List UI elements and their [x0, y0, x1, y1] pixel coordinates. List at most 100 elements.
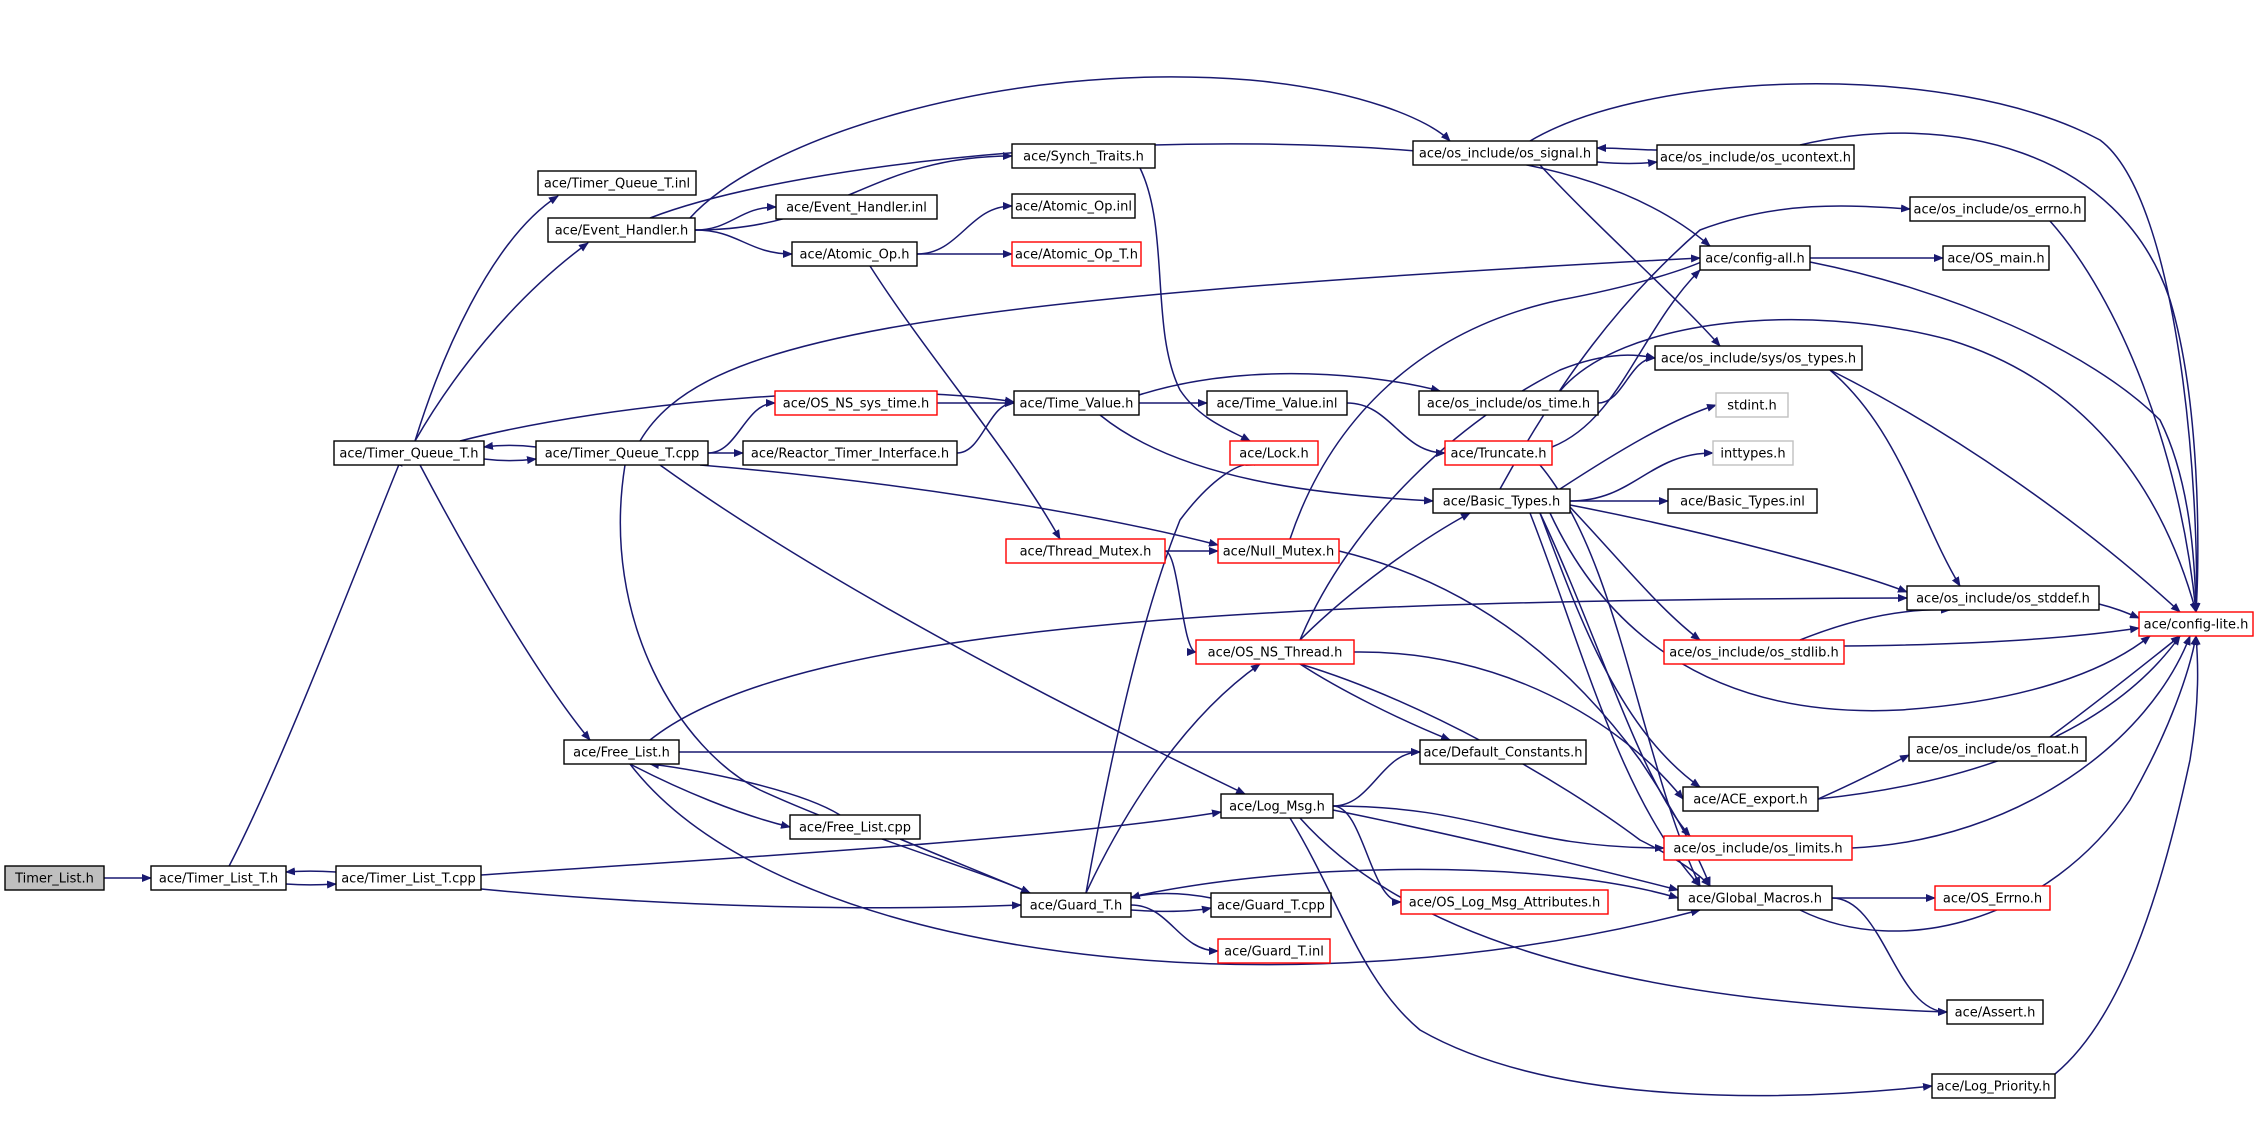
node-label-stdint_h: stdint.h	[1727, 399, 1776, 414]
node-log_priority_h[interactable]: ace/Log_Priority.h	[1931, 1073, 2056, 1099]
node-timer_list_t_h[interactable]: ace/Timer_List_T.h	[150, 865, 287, 891]
node-os_log_msg_attributes_h[interactable]: ace/OS_Log_Msg_Attributes.h	[1400, 889, 1609, 915]
node-box-os_stdlib_h	[1663, 639, 1845, 665]
node-os_signal_h[interactable]: ace/os_include/os_signal.h	[1412, 140, 1598, 166]
node-os_time_h[interactable]: ace/os_include/os_time.h	[1418, 390, 1599, 416]
node-global_macros_h[interactable]: ace/Global_Macros.h	[1677, 885, 1833, 911]
node-timer_queue_t_h[interactable]: ace/Timer_Queue_T.h	[333, 440, 485, 466]
node-label-free_list_h: ace/Free_List.h	[573, 746, 670, 761]
node-label-os_errno_cap_h: ace/OS_Errno.h	[1943, 892, 2042, 907]
node-event_handler_inl[interactable]: ace/Event_Handler.inl	[775, 194, 938, 220]
edge-free_list_h-to-free_list_cpp	[629, 763, 791, 829]
node-time_value_h[interactable]: ace/Time_Value.h	[1013, 390, 1140, 416]
node-label-timer_list_t_h: ace/Timer_List_T.h	[159, 872, 278, 887]
node-guard_t_inl[interactable]: ace/Guard_T.inl	[1217, 938, 1331, 964]
node-timer_list_h[interactable]: Timer_List.h	[4, 865, 105, 891]
node-box-os_stddef_h	[1906, 585, 2100, 611]
edge-log_msg_h-to-default_constants_h	[1332, 748, 1421, 807]
node-synch_traits_h[interactable]: ace/Synch_Traits.h	[1011, 143, 1156, 169]
node-os_stdlib_h[interactable]: ace/os_include/os_stdlib.h	[1663, 639, 1845, 665]
node-label-time_value_h: ace/Time_Value.h	[1020, 397, 1134, 412]
node-atomic_op_h[interactable]: ace/Atomic_Op.h	[791, 241, 918, 267]
node-null_mutex_h[interactable]: ace/Null_Mutex.h	[1217, 538, 1340, 564]
node-guard_t_h[interactable]: ace/Guard_T.h	[1020, 892, 1132, 918]
node-event_handler_h[interactable]: ace/Event_Handler.h	[547, 217, 696, 243]
node-label-atomic_op_h: ace/Atomic_Op.h	[800, 248, 910, 263]
node-os_limits_h[interactable]: ace/os_include/os_limits.h	[1663, 835, 1853, 861]
node-os_ns_sys_time_h[interactable]: ace/OS_NS_sys_time.h	[774, 390, 938, 416]
node-label-event_handler_inl: ace/Event_Handler.inl	[786, 201, 927, 216]
node-label-os_errno_h: ace/os_include/os_errno.h	[1914, 203, 2082, 218]
node-inttypes_h[interactable]: inttypes.h	[1712, 440, 1794, 466]
edge-os_limits_h-to-config_lite_h	[1851, 635, 2191, 849]
edge-time_value_h-to-os_time_h	[1138, 372, 1441, 396]
node-free_list_h[interactable]: ace/Free_List.h	[563, 739, 680, 765]
node-stdint_h[interactable]: stdint.h	[1715, 392, 1789, 418]
node-os_ucontext_h[interactable]: ace/os_include/os_ucontext.h	[1656, 144, 1855, 170]
node-box-timer_queue_t_cpp	[535, 440, 709, 466]
node-box-synch_traits_h	[1011, 143, 1156, 169]
node-label-default_constants_h: ace/Default_Constants.h	[1423, 746, 1582, 761]
node-label-os_ucontext_h: ace/os_include/os_ucontext.h	[1660, 151, 1851, 166]
node-label-global_macros_h: ace/Global_Macros.h	[1688, 892, 1822, 907]
node-label-os_ns_sys_time_h: ace/OS_NS_sys_time.h	[783, 397, 929, 412]
node-label-reactor_timer_interface_h: ace/Reactor_Timer_Interface.h	[751, 447, 949, 462]
node-timer_list_t_cpp[interactable]: ace/Timer_List_T.cpp	[335, 865, 482, 891]
node-config_lite_h[interactable]: ace/config-lite.h	[2138, 611, 2254, 637]
node-atomic_op_t_h[interactable]: ace/Atomic_Op_T.h	[1011, 241, 1142, 267]
node-config_all_h[interactable]: ace/config-all.h	[1699, 245, 1811, 271]
node-default_constants_h[interactable]: ace/Default_Constants.h	[1419, 739, 1587, 765]
node-os_stddef_h[interactable]: ace/os_include/os_stddef.h	[1906, 585, 2100, 611]
node-timer_queue_t_inl[interactable]: ace/Timer_Queue_T.inl	[537, 170, 697, 196]
node-os_types_h[interactable]: ace/os_include/sys/os_types.h	[1654, 345, 1863, 371]
node-os_float_h[interactable]: ace/os_include/os_float.h	[1908, 736, 2087, 762]
node-box-basic_types_h	[1432, 488, 1571, 514]
node-box-timer_list_h	[4, 865, 105, 891]
node-os_main_h[interactable]: ace/OS_main.h	[1942, 245, 2050, 271]
node-label-os_time_h: ace/os_include/os_time.h	[1427, 397, 1590, 412]
node-label-os_main_h: ace/OS_main.h	[1947, 252, 2044, 267]
node-box-os_ucontext_h	[1656, 144, 1855, 170]
node-truncate_h[interactable]: ace/Truncate.h	[1444, 440, 1553, 466]
node-free_list_cpp[interactable]: ace/Free_List.cpp	[789, 814, 921, 840]
edge-time_value_h-to-basic_types_h	[1099, 414, 1434, 505]
node-os_errno_cap_h[interactable]: ace/OS_Errno.h	[1934, 885, 2051, 911]
node-box-global_macros_h	[1677, 885, 1833, 911]
edge-timer_list_t_cpp-to-timer_list_t_h	[285, 867, 337, 876]
edges-layer	[104, 76, 2201, 1097]
node-time_value_inl[interactable]: ace/Time_Value.inl	[1206, 390, 1348, 416]
edge-ace_export_h-to-os_float_h	[1817, 754, 1910, 800]
edge-os_stdlib_h-to-os_stddef_h	[1799, 605, 1951, 641]
node-box-lock_h	[1229, 440, 1319, 466]
node-box-os_ns_sys_time_h	[774, 390, 938, 416]
node-basic_types_inl[interactable]: ace/Basic_Types.inl	[1667, 488, 1818, 514]
node-lock_h[interactable]: ace/Lock.h	[1229, 440, 1319, 466]
node-label-basic_types_h: ace/Basic_Types.h	[1443, 495, 1560, 510]
node-basic_types_h[interactable]: ace/Basic_Types.h	[1432, 488, 1571, 514]
node-box-thread_mutex_h	[1005, 538, 1166, 564]
node-guard_t_cpp[interactable]: ace/Guard_T.cpp	[1210, 892, 1332, 918]
node-label-inttypes_h: inttypes.h	[1720, 447, 1785, 462]
node-label-atomic_op_t_h: ace/Atomic_Op_T.h	[1015, 248, 1138, 263]
node-reactor_timer_interface_h[interactable]: ace/Reactor_Timer_Interface.h	[742, 440, 958, 466]
edge-global_macros_h-to-config_lite_h	[1799, 635, 2199, 932]
edge-os_float_h-to-config_lite_h	[2049, 635, 2181, 738]
node-assert_h[interactable]: ace/Assert.h	[1946, 999, 2044, 1025]
edge-timer_list_t_cpp-to-guard_t_h	[480, 888, 1022, 910]
node-timer_queue_t_cpp[interactable]: ace/Timer_Queue_T.cpp	[535, 440, 709, 466]
node-thread_mutex_h[interactable]: ace/Thread_Mutex.h	[1005, 538, 1166, 564]
node-label-timer_queue_t_cpp: ace/Timer_Queue_T.cpp	[545, 447, 700, 462]
edge-global_macros_h-to-assert_h	[1831, 897, 1948, 1016]
node-label-time_value_inl: ace/Time_Value.inl	[1216, 397, 1337, 412]
node-atomic_op_inl[interactable]: ace/Atomic_Op.inl	[1011, 193, 1136, 219]
node-log_msg_h[interactable]: ace/Log_Msg.h	[1220, 793, 1334, 819]
edge-basic_types_h-to-os_limits_h	[1539, 512, 1691, 837]
node-label-null_mutex_h: ace/Null_Mutex.h	[1223, 545, 1335, 560]
node-os_ns_thread_h[interactable]: ace/OS_NS_Thread.h	[1195, 639, 1355, 665]
node-label-os_types_h: ace/os_include/sys/os_types.h	[1661, 352, 1856, 367]
nodes-layer: Timer_List.h ace/Timer_List_T.h ace/Timer_…	[4, 140, 2254, 1099]
node-ace_export_h[interactable]: ace/ACE_export.h	[1682, 786, 1819, 812]
edge-guard_t_cpp-to-guard_t_h	[1130, 891, 1212, 900]
node-os_errno_h[interactable]: ace/os_include/os_errno.h	[1909, 196, 2086, 222]
